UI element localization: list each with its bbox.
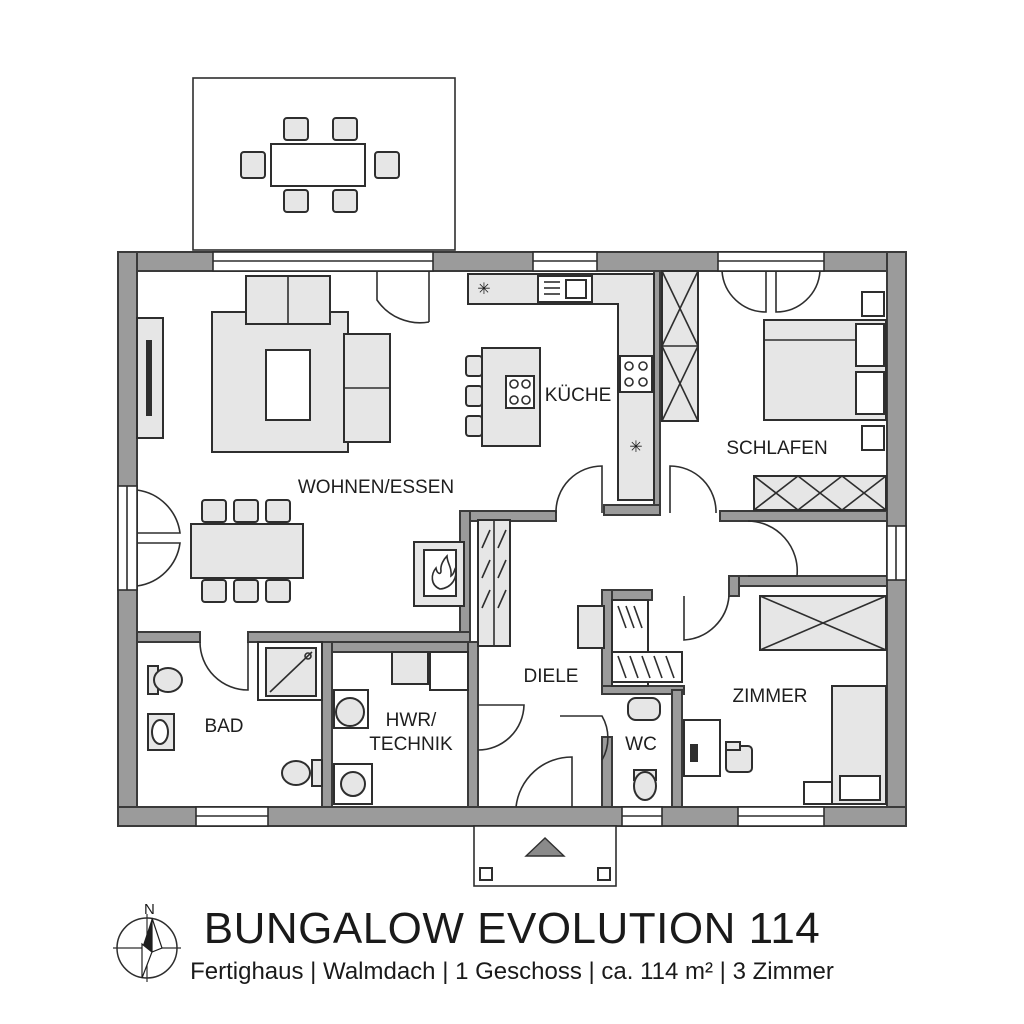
label-kitchen: KÜCHE — [545, 385, 612, 406]
zimmer-furniture — [683, 595, 887, 805]
flame-icon — [431, 554, 457, 590]
room-labels: WOHNEN/ESSEN KÜCHE SCHLAFEN DIELE BAD HW… — [204, 385, 827, 755]
terrace — [192, 77, 456, 251]
utility-fixtures — [333, 651, 469, 805]
compass-north-label: N — [144, 901, 155, 918]
label-bath: BAD — [204, 716, 243, 737]
label-room: ZIMMER — [733, 686, 808, 707]
label-living: WOHNEN/ESSEN — [298, 477, 454, 498]
svg-text:✳: ✳ — [629, 439, 642, 456]
hall-furniture — [413, 519, 605, 649]
wc-fixtures — [627, 697, 661, 801]
compass-rose-icon — [113, 914, 181, 982]
doors — [136, 270, 821, 808]
svg-text:✳: ✳ — [477, 281, 490, 298]
entrance-porch — [473, 825, 617, 887]
plan-subtitle: Fertighaus | Walmdach | 1 Geschoss | ca.… — [190, 958, 834, 985]
label-utility-2: TECHNIK — [369, 734, 453, 755]
label-bedroom: SCHLAFEN — [726, 438, 827, 459]
bedroom-furniture — [661, 270, 887, 511]
closet — [611, 599, 683, 687]
label-utility-1: HWR/ — [386, 710, 437, 731]
label-wc: WC — [625, 734, 657, 755]
plan-title: BUNGALOW EVOLUTION 114 — [203, 904, 821, 953]
label-hall: DIELE — [524, 666, 579, 687]
kitchen-furniture: ✳ ✳ — [465, 273, 655, 501]
bath-fixtures — [147, 641, 323, 787]
living-furniture — [136, 275, 391, 603]
windows — [117, 251, 907, 827]
entrance-triangle-icon — [524, 837, 566, 857]
